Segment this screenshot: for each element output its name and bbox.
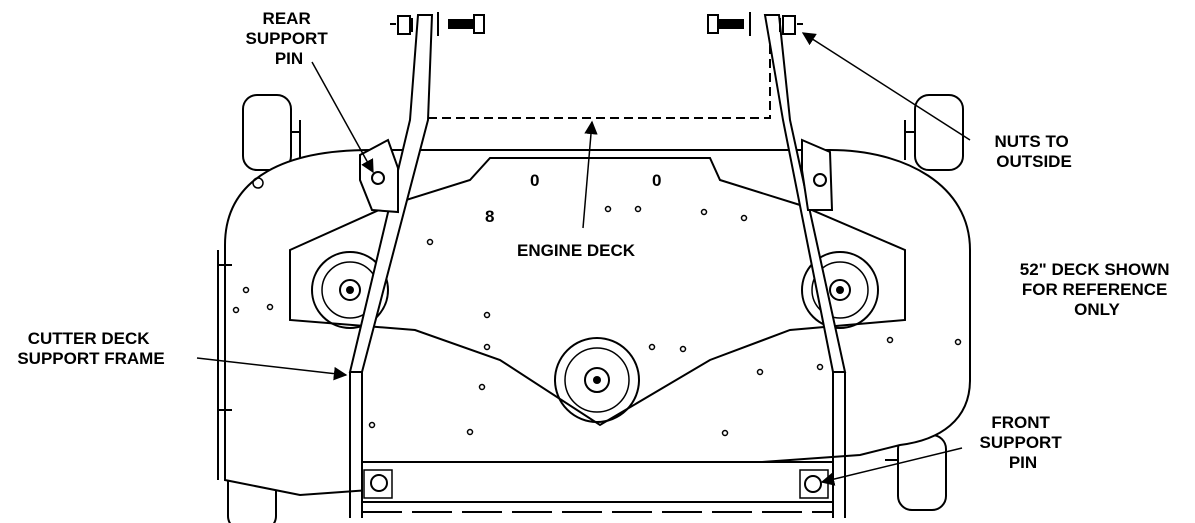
leader-rear-support-pin bbox=[311, 61, 374, 174]
rear-support-pin bbox=[371, 171, 385, 185]
label-engine-deck: ENGINE DECK bbox=[517, 241, 636, 260]
label-cutter-deck-support-frame: CUTTER DECK SUPPORT FRAME bbox=[17, 329, 164, 368]
label-rear-support-pin: REAR SUPPORT PIN bbox=[246, 9, 333, 68]
leader-engine-deck bbox=[582, 120, 598, 229]
leader-front-support-pin bbox=[820, 447, 963, 486]
bolt-right bbox=[707, 12, 803, 36]
label-nuts-to-outside: NUTS TO OUTSIDE bbox=[994, 132, 1073, 171]
pulley-center bbox=[554, 337, 640, 423]
hole-mark: 0 bbox=[530, 171, 539, 190]
hole-mark: 8 bbox=[485, 207, 494, 226]
deck-plate bbox=[289, 157, 906, 427]
leader-support-frame bbox=[196, 357, 348, 381]
bolt-left bbox=[390, 12, 485, 36]
wheel-rear-left bbox=[242, 94, 301, 171]
leader-nuts-to-outside bbox=[801, 32, 971, 141]
engine-deck-outline bbox=[427, 20, 771, 119]
wheel-rear-right bbox=[904, 94, 964, 171]
label-deck-note: 52" DECK SHOWN FOR REFERENCE ONLY bbox=[1020, 260, 1174, 319]
deck-holes bbox=[232, 205, 962, 437]
label-front-support-pin: FRONT SUPPORT PIN bbox=[980, 413, 1067, 472]
hole-mark: 0 bbox=[652, 171, 661, 190]
pulley-right bbox=[801, 251, 879, 329]
